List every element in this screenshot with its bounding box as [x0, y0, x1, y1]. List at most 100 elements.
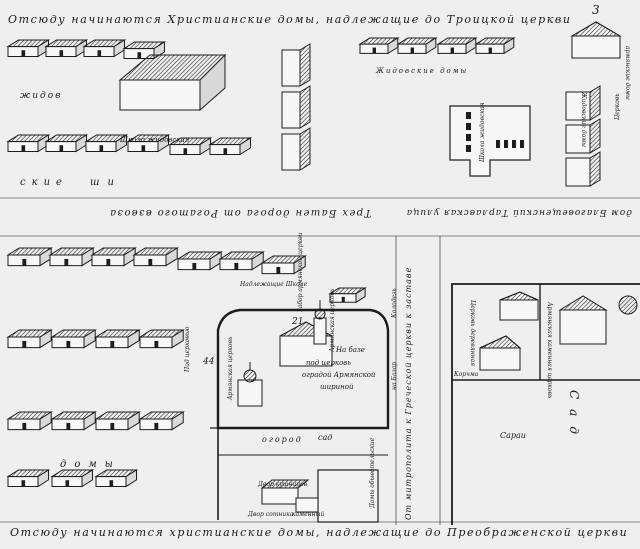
label-upper-street: дом Благовещенский Тарлавская улица [405, 207, 632, 217]
label-korchma: Корчма [454, 371, 479, 378]
house-topright-1-side [425, 37, 437, 55]
label-zabor: Забор армянской церкви [297, 232, 304, 313]
label-zhidov: жидов [20, 91, 63, 101]
label-church-44-name: Армянская церковь [227, 336, 234, 400]
comb-window-b-2 [512, 140, 516, 148]
house-row5-1-side [83, 411, 96, 431]
label-church-44: 44 [203, 357, 215, 367]
label-dvor-sotnika: Двор сотника [248, 511, 294, 518]
house-row3-1-door [64, 258, 69, 266]
house-row5-2-side [127, 411, 140, 431]
house-row3-6-side [293, 255, 306, 275]
house-row3-0-door [22, 258, 27, 266]
house-row6-0-side [37, 469, 49, 488]
comb-window-3 [466, 145, 471, 152]
label-shkola-zhidovskaya: Школа жидовская [120, 136, 190, 144]
house-row1-2-door [97, 50, 102, 57]
house-row3-3-side [165, 247, 178, 267]
vblock-right-2-roof [589, 151, 601, 187]
house-row5-0-door [22, 422, 27, 430]
label-ogradoy: оградой Армянской [302, 371, 376, 379]
comb-window-0 [466, 112, 471, 119]
label-na-kolodezi: Колодезь [391, 288, 398, 318]
comb-window-2 [466, 134, 471, 141]
label-shkola-right: Школа жидовская [479, 102, 486, 162]
house-row2-5-door [223, 148, 228, 155]
comb-window-b-0 [496, 140, 500, 148]
house-topright-0-door [372, 47, 376, 54]
graveyard-plot [317, 469, 379, 523]
label-church-21-name: Армянская церковь [329, 288, 336, 352]
label-tserkov-stolb: Церковь [614, 93, 621, 120]
vblock-top-1-wall [281, 91, 301, 129]
house-topright-1-door [410, 47, 414, 54]
label-derevyannaya: Церковь деревянная [469, 300, 476, 367]
house-row5-3-door [154, 422, 159, 430]
house-topright-2-door [450, 47, 454, 54]
label-kamenni: каменный [292, 511, 325, 518]
vblock-right-0-roof [589, 85, 601, 121]
corner-church-roof [570, 21, 622, 37]
label-kamennaya: Армянская каменная церковь [546, 302, 553, 399]
house-row4-2-side [127, 329, 140, 349]
vblock-top-2-wall [281, 133, 301, 171]
label-church-21: 21 [292, 317, 304, 327]
label-na-baze: На базе [336, 346, 365, 354]
church44-body [237, 379, 263, 407]
house-row4-3-side [171, 329, 184, 349]
house-row2-0-door [21, 145, 26, 152]
label-shi: ши [90, 177, 122, 188]
corner-number: 3 [592, 3, 600, 17]
right-house-1-roof [499, 291, 539, 301]
comb-window-1 [466, 123, 471, 130]
comb-school-outline [449, 105, 531, 177]
house-row2-5-side [239, 137, 251, 156]
label-armyanskie-doma: армянские домы [624, 46, 631, 100]
label-zhidovskie-domy: Жидовские домы [376, 67, 469, 75]
kushnir-roof [260, 479, 310, 489]
vblock-top-1-roof [299, 85, 311, 129]
house-row3-5-door [234, 262, 239, 270]
house-row6-2-side [125, 469, 137, 488]
house-small-mid-door [341, 296, 345, 303]
label-grad-kushnirov: Двор кушниров [258, 481, 308, 488]
label-sad-right: Сад [567, 390, 581, 444]
church44-dome [243, 369, 257, 383]
stone-church-body [559, 309, 607, 345]
house-topright-3-side [503, 37, 515, 55]
label-skie: ские [20, 177, 68, 188]
vblock-right-1-wall [565, 124, 591, 154]
house-row4-3-door [154, 340, 159, 348]
house-row1-1-door [59, 50, 64, 57]
label-ogorod: огород [262, 435, 303, 444]
house-row3-2-door [106, 258, 111, 266]
house-topright-3-door [488, 47, 492, 54]
house-row4-0-side [39, 329, 52, 349]
house-row2-3-door [141, 145, 146, 152]
house-row3-4-door [192, 262, 197, 270]
house-row5-1-door [66, 422, 71, 430]
house-row6-1-side [81, 469, 93, 488]
house-row2-4-door [183, 148, 188, 155]
label-pod-tserkovyu: Под церковью [184, 326, 191, 372]
house-row4-1-side [83, 329, 96, 349]
house-row5-0-side [39, 411, 52, 431]
top-heading: Отсюду начинаются Христианские домы, над… [8, 13, 572, 26]
comb-window-b-3 [520, 140, 524, 148]
bottom-heading: Отсюду начинаются христианские домы, над… [10, 526, 629, 539]
house-row3-3-door [148, 258, 153, 266]
house-row6-2-door [109, 480, 114, 487]
house-row5-2-door [110, 422, 115, 430]
house-row3-6-door [276, 266, 281, 274]
enclosure-wall [216, 308, 390, 430]
right-enclosure [451, 283, 640, 525]
label-nadlezhashie-shkole: Надлежащие Школе [240, 281, 308, 288]
vblock-top-2-roof [299, 127, 311, 171]
house-row2-2-side [115, 134, 127, 153]
label-ot-mitropolita: От митрополита к Греческой церкви к заст… [404, 266, 413, 520]
house-small-mid-side [355, 287, 366, 304]
label-na-bazaryu: на Базар [391, 361, 398, 390]
house-row1-3-door [137, 52, 142, 59]
